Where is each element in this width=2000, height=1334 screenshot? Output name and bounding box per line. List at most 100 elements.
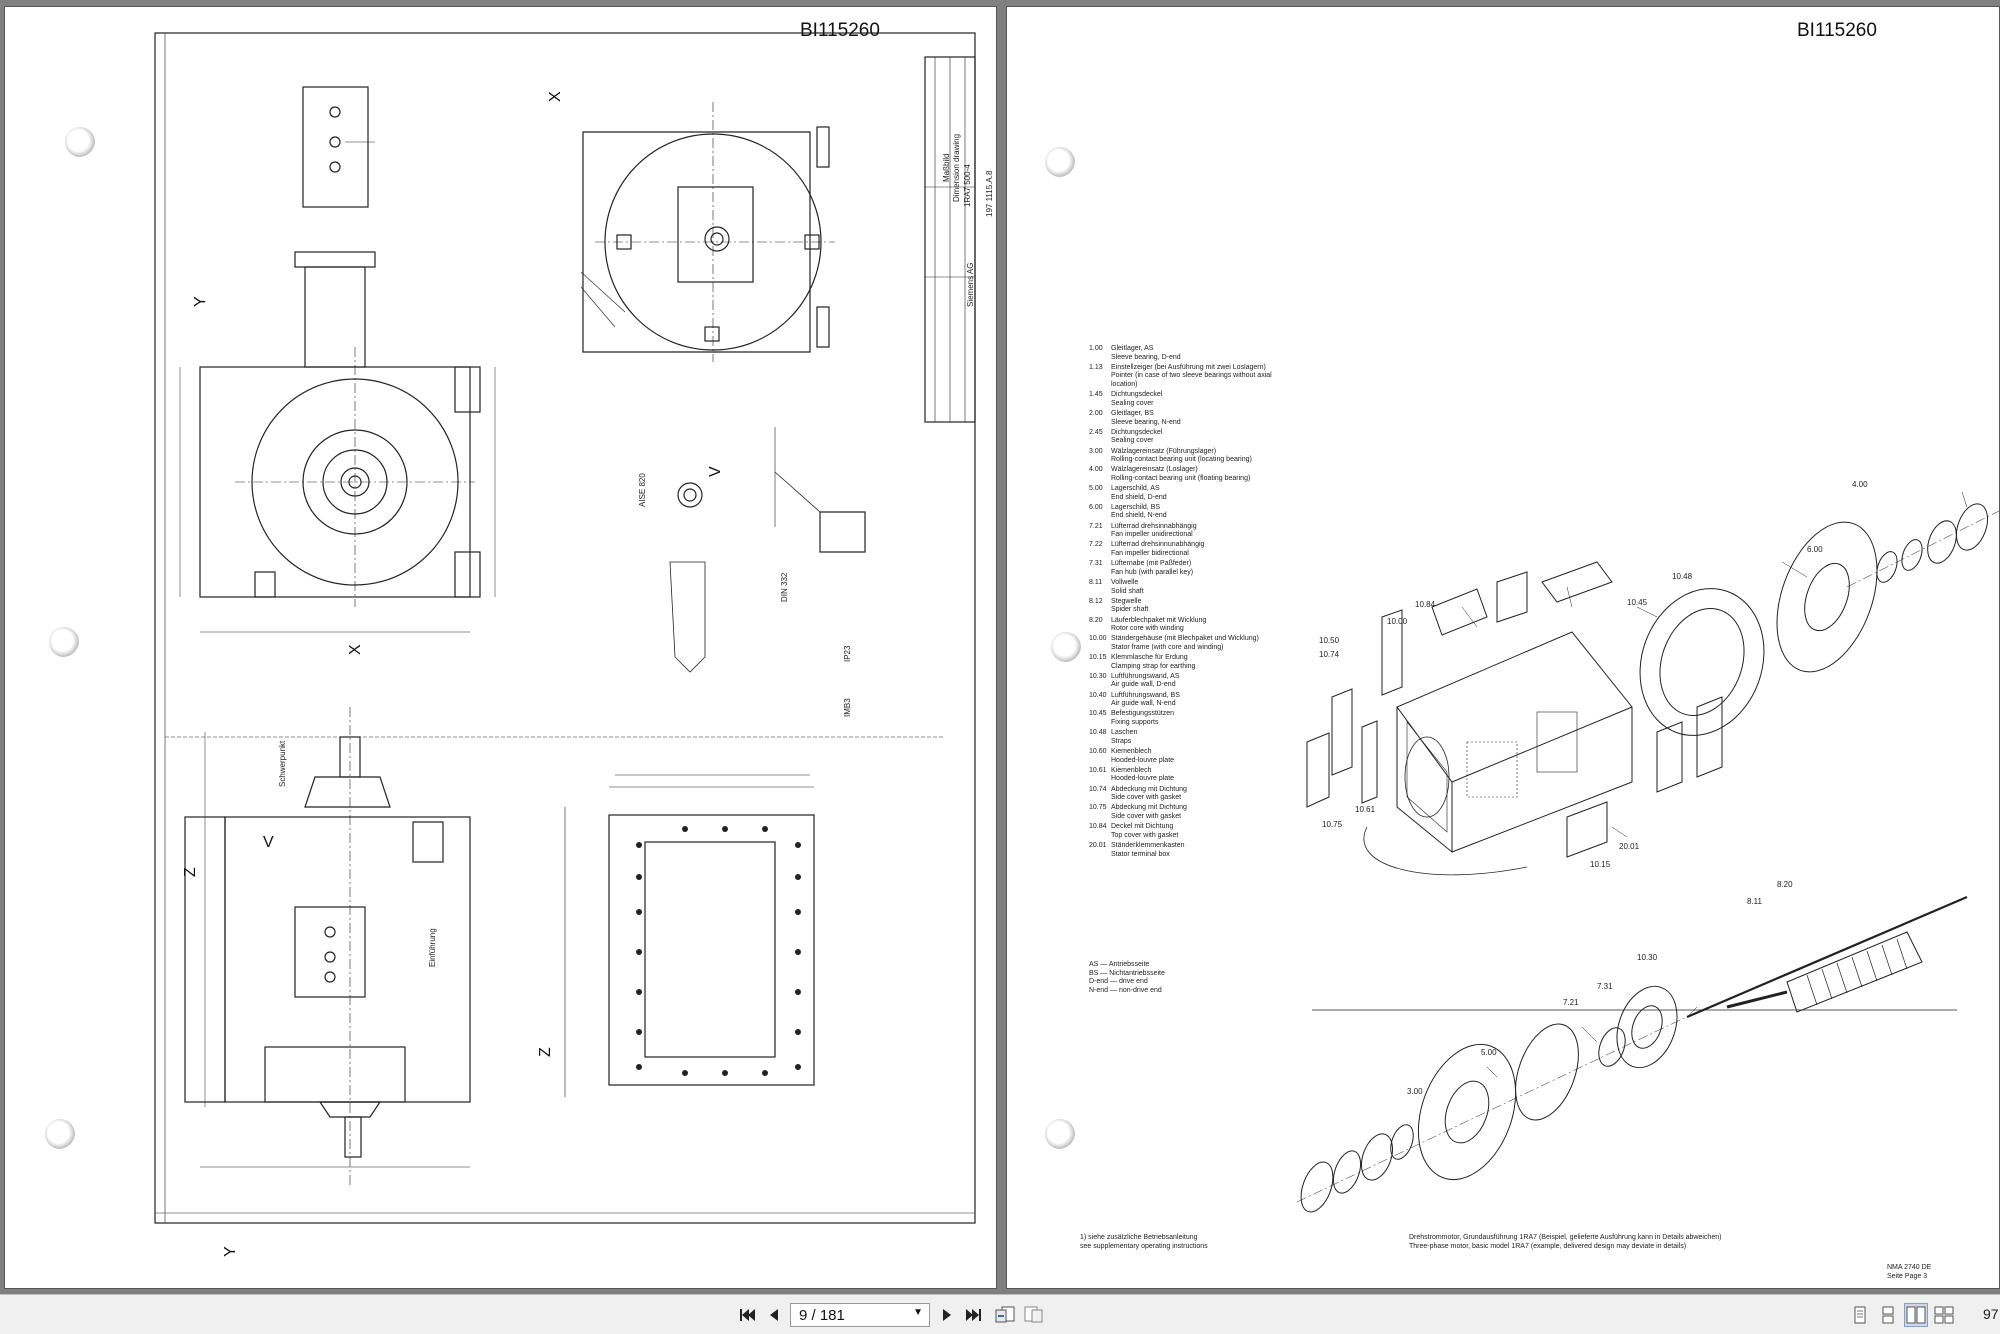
page-id-label: BI115260 (800, 20, 880, 41)
legend-text-de: Abdeckung mit Dichtung (1111, 804, 1187, 812)
svg-text:X: X (347, 644, 364, 655)
legend-text-de: Befestigungsstützen (1111, 710, 1175, 718)
figure-caption: Drehstrommotor, Grundausführung 1RA7 (Be… (1409, 1234, 1722, 1250)
legend-number: 10.00 (1089, 635, 1107, 643)
two-page-icon (1906, 1306, 1926, 1324)
legend-text-de: Lüfternabe (mit Paßfeder) (1111, 560, 1192, 568)
legend-number: 5.00 (1089, 485, 1103, 493)
legend-text-en: Sleeve bearing, N-end (1111, 418, 1181, 426)
legend-text: Ständergehäuse (mit Blechpaket und Wickl… (1111, 635, 1279, 652)
next-view-button[interactable] (1022, 1303, 1046, 1327)
legend-number: 2.00 (1089, 409, 1103, 417)
svg-text:20.01: 20.01 (1619, 842, 1640, 851)
legend-text-en: Rotor core with winding (1111, 625, 1184, 633)
two-page-view-button[interactable] (1904, 1303, 1928, 1327)
legend-number: 1.45 (1089, 391, 1103, 399)
svg-text:DIN 332: DIN 332 (780, 572, 789, 602)
svg-text:10.30: 10.30 (1637, 953, 1658, 962)
legend-text-en: Sealing cover (1111, 399, 1154, 407)
svg-text:10.84: 10.84 (1415, 600, 1436, 609)
legend-number: 10.75 (1089, 804, 1107, 812)
legend-text-en: End shield, D-end (1111, 493, 1167, 501)
abbreviation-item: N-end — non-drive end (1089, 986, 1162, 994)
legend-text-de: Lüfterrad drehsinnabhängig (1111, 522, 1197, 530)
two-page-continuous-icon (1934, 1306, 1954, 1324)
punch-hole-mark (1045, 147, 1075, 177)
svg-text:7.21: 7.21 (1563, 998, 1579, 1007)
svg-text:3.00: 3.00 (1407, 1087, 1423, 1096)
first-page-button[interactable] (735, 1303, 759, 1327)
legend-text-de: Deckel mit Dichtung (1111, 823, 1174, 831)
svg-text:6.00: 6.00 (1807, 545, 1823, 554)
continuous-page-icon (1882, 1306, 1894, 1324)
zoom-level[interactable]: 97 (1983, 1306, 1999, 1322)
svg-text:7.31: 7.31 (1597, 982, 1613, 991)
document-viewport[interactable]: BI115260 (0, 0, 2000, 1294)
legend-text-de: Wälzlagereinsatz (Loslager) (1111, 466, 1198, 474)
svg-text:Maßbild: Maßbild (942, 154, 951, 182)
legend-text-de: Dichtungsdeckel (1111, 391, 1163, 399)
previous-page-button[interactable] (762, 1303, 786, 1327)
svg-text:10.15: 10.15 (1590, 860, 1611, 869)
single-page-view-button[interactable] (1848, 1303, 1872, 1327)
legend-text-de: Luftführungswand, BS (1111, 691, 1180, 699)
legend-text-de: Lagerschild, BS (1111, 503, 1161, 511)
svg-text:IMB3: IMB3 (843, 698, 852, 717)
legend-number: 10.74 (1089, 785, 1107, 793)
page-number-select[interactable]: 9 / 181 ▼ (790, 1303, 930, 1327)
two-page-continuous-button[interactable] (1932, 1303, 1956, 1327)
legend-text-en: Fixing supports (1111, 719, 1159, 727)
svg-text:8.11: 8.11 (1747, 897, 1763, 906)
punch-hole-mark (45, 1119, 75, 1149)
legend-number: 10.30 (1089, 672, 1107, 680)
last-page-button[interactable] (962, 1303, 986, 1327)
next-page-icon (943, 1309, 951, 1321)
continuous-view-button[interactable] (1876, 1303, 1900, 1327)
legend-text: Lüfternabe (mit Paßfeder)Fan hub (with p… (1111, 560, 1279, 577)
legend-number: 20.01 (1089, 841, 1107, 849)
single-page-icon (1854, 1306, 1866, 1324)
legend-number: 1.00 (1089, 345, 1103, 352)
legend-text-en: Clamping strap for earthing (1111, 662, 1196, 670)
legend-number: 7.21 (1089, 522, 1103, 530)
next-view-icon (1024, 1306, 1043, 1323)
svg-text:8.20: 8.20 (1777, 880, 1793, 889)
legend-text-de: Stegwelle (1111, 597, 1142, 605)
legend-number: 7.22 (1089, 541, 1103, 549)
legend-text-de: Laschen (1111, 729, 1138, 737)
legend-text-en: Side cover with gasket (1111, 812, 1182, 820)
legend-text-en: End shield, N-end (1111, 512, 1167, 520)
next-page-button[interactable] (935, 1303, 959, 1327)
previous-view-button[interactable] (993, 1303, 1017, 1327)
legend-text: Einstellzeiger (bei Ausführung mit zwei … (1111, 364, 1279, 390)
viewer-toolbar: 9 / 181 ▼ 97 (0, 1294, 2000, 1334)
svg-text:10.00: 10.00 (1387, 617, 1408, 626)
legend-text: Wälzlagereinsatz (Loslager)Rolling-conta… (1111, 466, 1279, 483)
